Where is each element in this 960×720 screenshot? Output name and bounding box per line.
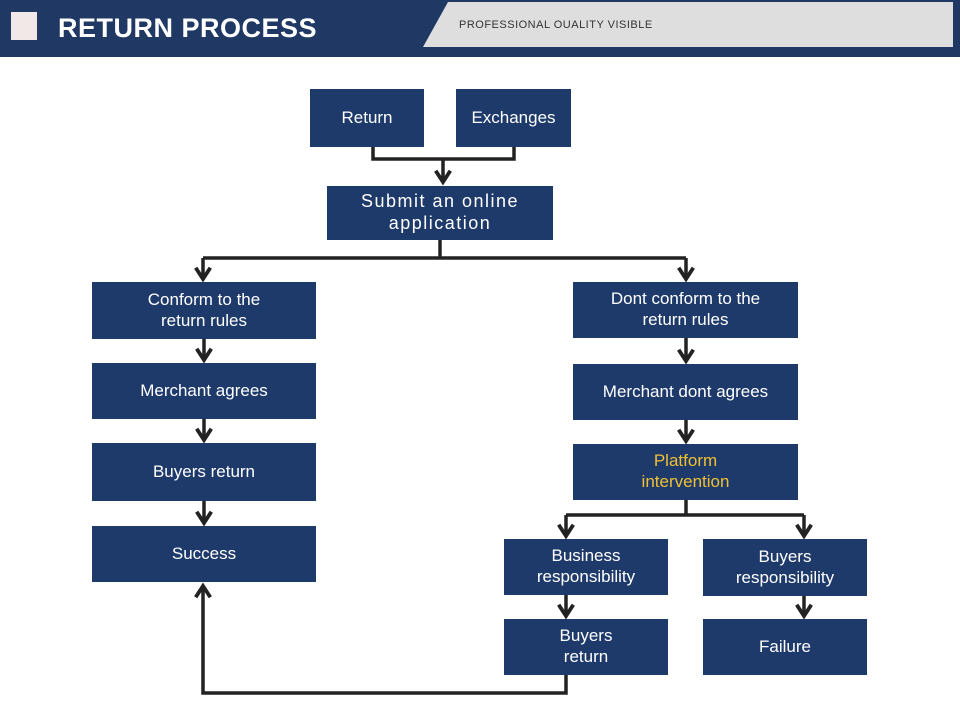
node-buyers-return-2: Buyers return [504,619,668,675]
node-submit-online-application: Submit an online application [327,186,553,240]
node-business-responsibility: Business responsibility [504,539,668,595]
node-merchant-agrees: Merchant agrees [92,363,316,419]
node-merchant-dont-agrees: Merchant dont agrees [573,364,798,420]
header-accent-square [11,12,37,40]
page-title: RETURN PROCESS [58,13,318,43]
node-dont-conform-to-return-rules: Dont conform to the return rules [573,282,798,338]
node-buyers-responsibility: Buyers responsibility [703,539,867,596]
slide-header: RETURN PROCESS PROFESSIONAL OUALITY VISI… [0,0,960,57]
node-success: Success [92,526,316,582]
node-exchanges: Exchanges [456,89,571,147]
node-platform-intervention: Platform intervention [573,444,798,500]
header-ribbon: PROFESSIONAL OUALITY VISIBLE [423,2,953,47]
header-subtitle: PROFESSIONAL OUALITY VISIBLE [459,19,653,31]
node-conform-to-return-rules: Conform to the return rules [92,282,316,339]
node-failure: Failure [703,619,867,675]
node-buyers-return: Buyers return [92,443,316,501]
node-return: Return [310,89,424,147]
